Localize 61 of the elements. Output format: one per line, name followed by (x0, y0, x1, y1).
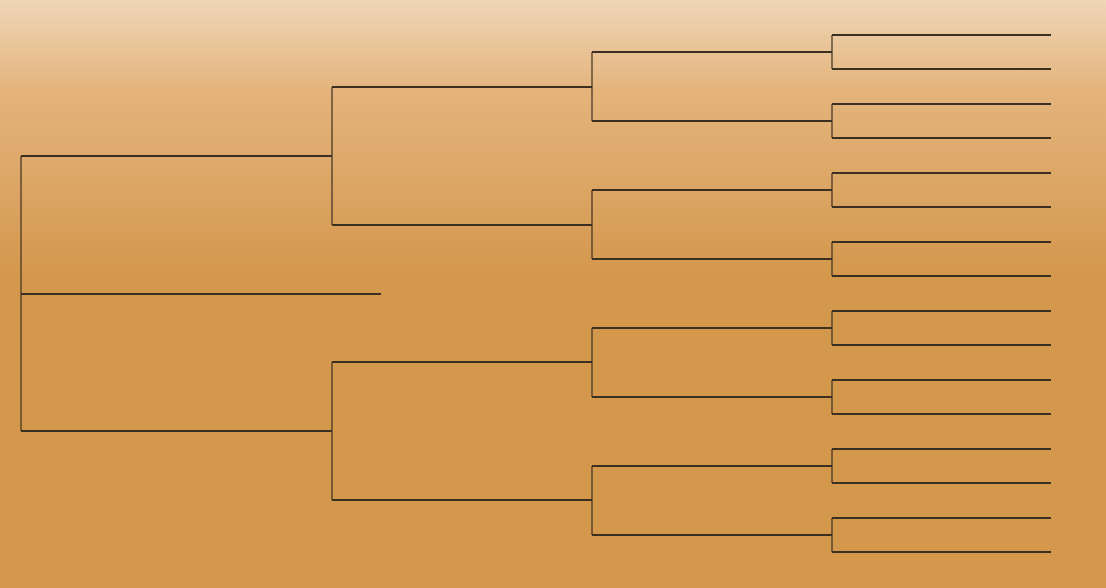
fill-in-line (592, 51, 832, 53)
connector-line (831, 258, 833, 277)
connector-line (20, 293, 22, 432)
fill-in-line (832, 68, 1051, 70)
fill-in-line (21, 155, 332, 157)
fill-in-line (832, 34, 1051, 36)
connector-line (831, 517, 833, 536)
connector-line (331, 155, 333, 226)
connector-line (591, 189, 593, 226)
connector-line (831, 534, 833, 553)
connector-line (331, 361, 333, 432)
connector-line (831, 120, 833, 139)
fill-in-line (832, 275, 1051, 277)
fill-in-line (592, 327, 832, 329)
fill-in-line (832, 379, 1051, 381)
connector-line (831, 465, 833, 484)
connector-line (591, 465, 593, 501)
connector-line (331, 86, 333, 157)
fill-in-line (832, 172, 1051, 174)
fill-in-line (332, 361, 592, 363)
fill-in-line (832, 344, 1051, 346)
connector-line (831, 327, 833, 346)
fill-in-line (592, 258, 832, 260)
fill-in-line (832, 137, 1051, 139)
fill-in-line (592, 534, 832, 536)
fill-in-line (332, 224, 592, 226)
connector-line (831, 103, 833, 122)
fill-in-line (21, 430, 332, 432)
connector-line (591, 51, 593, 88)
connector-line (831, 51, 833, 70)
connector-line (831, 396, 833, 415)
connector-line (831, 448, 833, 467)
connector-line (831, 189, 833, 208)
fill-in-line (832, 206, 1051, 208)
connector-line (331, 430, 333, 501)
fill-in-line (332, 86, 592, 88)
connector-line (831, 241, 833, 260)
fill-in-line (832, 517, 1051, 519)
connector-line (831, 310, 833, 329)
connector-line (831, 379, 833, 398)
connector-line (591, 224, 593, 260)
fill-in-line (832, 241, 1051, 243)
fill-in-line (592, 396, 832, 398)
connector-line (831, 34, 833, 53)
connector-line (591, 86, 593, 122)
connector-line (591, 499, 593, 536)
connector-line (591, 361, 593, 398)
fill-in-line (832, 551, 1051, 553)
fill-in-line (332, 499, 592, 501)
fill-in-line (832, 482, 1051, 484)
fill-in-line (592, 120, 832, 122)
connector-line (831, 172, 833, 191)
fill-in-line (832, 310, 1051, 312)
fill-in-line (592, 189, 832, 191)
fill-in-line (832, 103, 1051, 105)
fill-in-line (832, 448, 1051, 450)
fill-in-line (832, 413, 1051, 415)
connector-line (20, 155, 22, 295)
connector-line (591, 327, 593, 363)
fill-in-line (21, 293, 381, 295)
fill-in-line (592, 465, 832, 467)
